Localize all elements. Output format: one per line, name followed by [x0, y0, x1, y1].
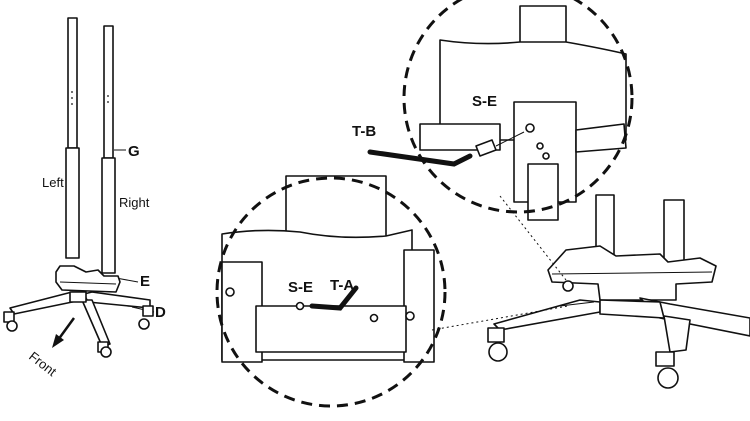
- caster-wheel: [655, 351, 679, 389]
- hex-key-ta: [309, 285, 359, 311]
- label-front: Front: [26, 349, 59, 380]
- detail-hub: [599, 299, 665, 319]
- base-bracket: [55, 265, 121, 293]
- label-left: Left: [42, 175, 64, 190]
- label-ta: T-A: [330, 277, 354, 294]
- zoom-detail-upper: T-B S-E: [352, 5, 627, 221]
- zoom-circle-lower: [215, 176, 447, 408]
- hex-key-tb: [367, 149, 473, 167]
- label-d: D: [155, 304, 166, 321]
- detail-pole-right: [663, 199, 685, 271]
- caster-wheel: [487, 327, 508, 362]
- stand-overview: G Left Right E D Front: [3, 17, 166, 380]
- left-pole-upper: [67, 17, 78, 149]
- base-hub: [69, 291, 87, 303]
- label-se-zoom2: S-E: [472, 93, 497, 110]
- label-e: E: [140, 273, 150, 290]
- label-g: G: [128, 143, 140, 160]
- detail-leg-front: [663, 315, 691, 353]
- detail-leg-left: [493, 299, 601, 331]
- zoom1-crossbar: [255, 305, 407, 353]
- caster-wheel: [97, 341, 112, 358]
- front-arrow: [56, 317, 76, 341]
- screw-se-zoom2: [475, 139, 497, 157]
- right-pole-upper: [103, 25, 114, 159]
- zoom2-crossbar: [419, 123, 501, 151]
- label-se-zoom1: S-E: [288, 279, 313, 296]
- right-pole-lower: [101, 157, 116, 274]
- caster-wheel: [138, 305, 154, 330]
- label-tb: T-B: [352, 123, 376, 140]
- zoom2-arm: [575, 123, 627, 153]
- screw-se-zoom1: [295, 301, 305, 311]
- base-leg-front: [81, 299, 111, 347]
- screw-hole: [525, 123, 535, 133]
- zoom-circle-upper: [402, 0, 634, 214]
- zoom2-bracket: [439, 39, 627, 141]
- zoom1-panel-top: [285, 175, 387, 241]
- caster-wheel: [3, 311, 18, 332]
- base-detail: [487, 194, 750, 389]
- leader-line: [431, 305, 569, 331]
- left-pole-lower: [65, 147, 80, 259]
- label-right: Right: [119, 195, 150, 210]
- zoom-detail-lower: S-E T-A: [221, 175, 435, 363]
- zoom1-right-post: [403, 249, 435, 363]
